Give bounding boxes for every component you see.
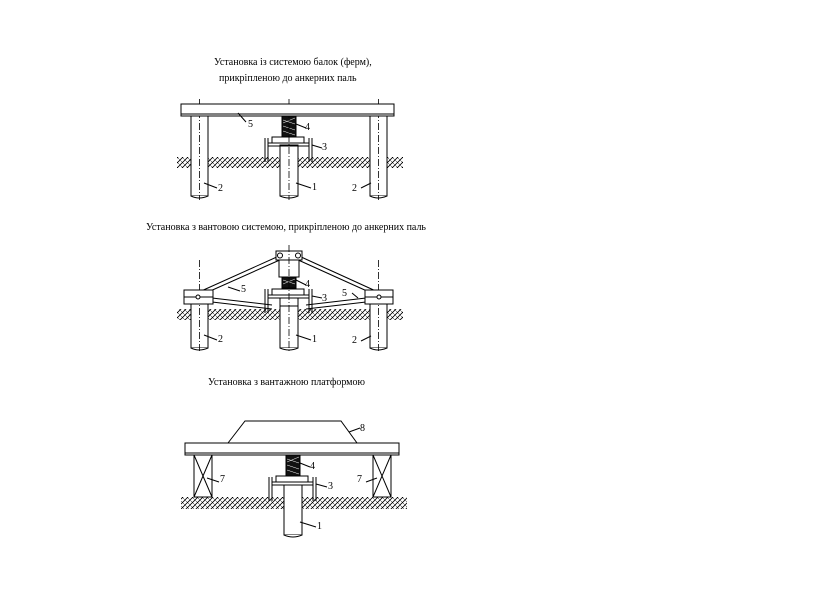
- caption-beam-system-line1: Установка із системою балок (ферм),: [214, 57, 372, 68]
- label-pile: 1: [312, 334, 317, 345]
- label-frame-left: 7: [220, 474, 225, 485]
- label-cap: 3: [322, 293, 327, 304]
- main-beam: [180, 103, 395, 117]
- label-pile: 1: [317, 521, 322, 532]
- caption-cable-system: Установка з вантовою системою, прикріпле…: [146, 222, 426, 233]
- cable-stays: [198, 255, 379, 310]
- ballast-load: [226, 420, 358, 444]
- caption-beam-system-line2: прикріпленою до анкерних паль: [219, 73, 357, 84]
- label-cap: 3: [328, 481, 333, 492]
- diagram-cable-system: 5 5 4 3 1 2 2: [177, 245, 403, 352]
- label-cap: 3: [322, 142, 327, 153]
- label-jack: 4: [305, 279, 310, 290]
- diagram-beam-system: 5 4 3 1 2 2: [177, 99, 403, 200]
- label-jack: 4: [310, 461, 315, 472]
- label-jack: 4: [305, 122, 310, 133]
- test-pile: [283, 484, 303, 538]
- label-pile: 1: [312, 182, 317, 193]
- label-beam-left: 5: [241, 284, 246, 295]
- pile-cap: [264, 136, 313, 162]
- label-anchor-pile-left: 2: [218, 334, 223, 345]
- label-beam-right: 5: [342, 288, 347, 299]
- diagram-load-platform: 8 4 3 1 7 7: [181, 420, 407, 538]
- label-beam: 5: [248, 119, 253, 130]
- label-anchor-pile-right: 2: [352, 335, 357, 346]
- caption-load-platform: Установка з вантажною платформою: [208, 377, 365, 388]
- support-frame-right: [372, 454, 392, 498]
- label-frame-right: 7: [357, 474, 362, 485]
- anchor-pile-right: [369, 260, 388, 352]
- anchor-pile-left: [190, 260, 209, 352]
- pile-cap: [268, 475, 317, 501]
- label-anchor-pile-right: 2: [352, 183, 357, 194]
- label-load: 8: [360, 423, 365, 434]
- label-anchor-pile-left: 2: [218, 183, 223, 194]
- support-frame-left: [193, 454, 213, 498]
